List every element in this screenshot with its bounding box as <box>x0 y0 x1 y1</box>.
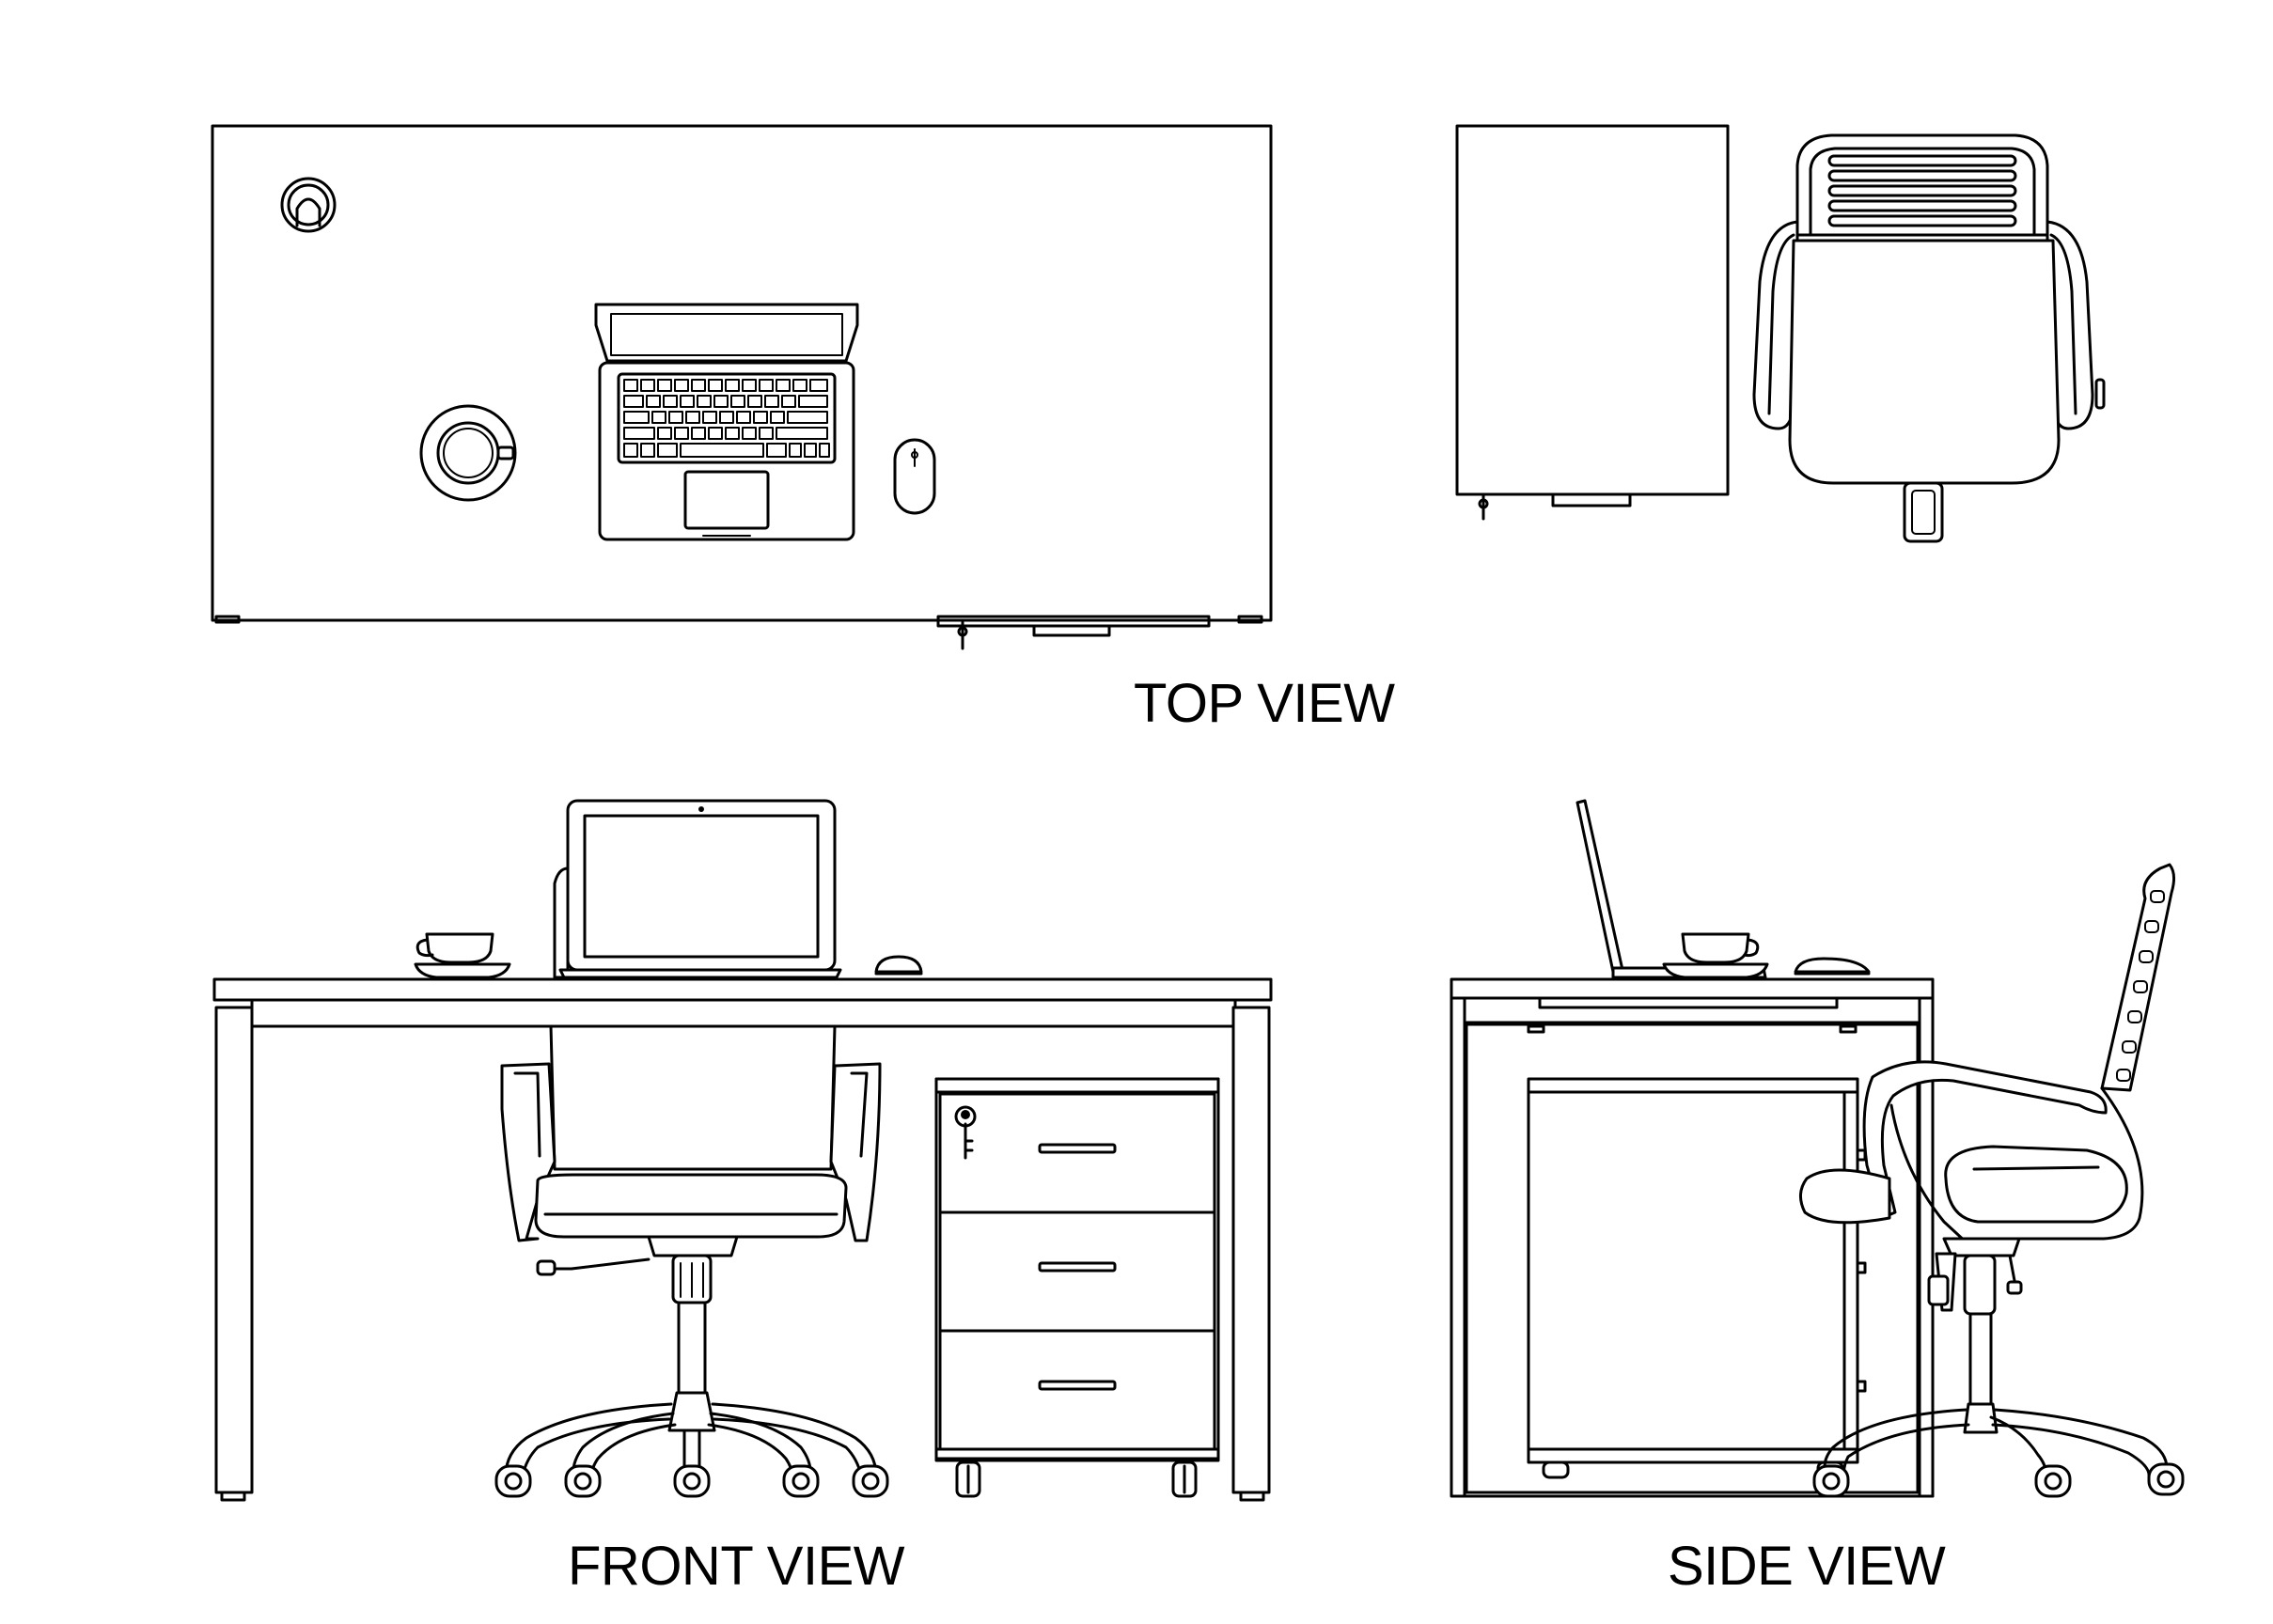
front-view: FRONT VIEW <box>212 799 1273 1597</box>
mouse-front <box>874 955 923 976</box>
laptop-front <box>558 799 842 979</box>
mouse-side <box>1794 957 1871 976</box>
cup-front <box>414 932 511 979</box>
pedestal-caster-left <box>955 1460 981 1498</box>
chair-plan <box>1752 133 2106 543</box>
side-view-label: SIDE VIEW <box>1668 1536 1946 1597</box>
top-view: TOP VIEW <box>211 124 2106 734</box>
chair-front <box>494 1024 889 1498</box>
side-view: SIDE VIEW <box>1450 799 2185 1597</box>
pedestal-caster-right <box>1171 1460 1198 1498</box>
cup-side <box>1662 932 1769 979</box>
pedestal-front <box>934 1077 1220 1498</box>
keyboard-keys <box>623 379 830 458</box>
pedestal-plan <box>1455 124 1730 521</box>
cable-grommet-icon <box>280 177 337 233</box>
pedestal-side <box>1527 1077 1867 1479</box>
chair-front-back <box>553 867 570 979</box>
desk-front <box>212 977 1273 1502</box>
chair-side <box>1799 863 2185 1498</box>
mouse-plan-icon <box>893 438 936 515</box>
front-view-label: FRONT VIEW <box>568 1536 905 1597</box>
laptop-plan <box>594 303 859 541</box>
top-view-label: TOP VIEW <box>1134 673 1395 734</box>
desk-side <box>1450 977 1935 1498</box>
desk-top-plan <box>211 124 1273 650</box>
cup-saucer-plan <box>419 404 517 502</box>
